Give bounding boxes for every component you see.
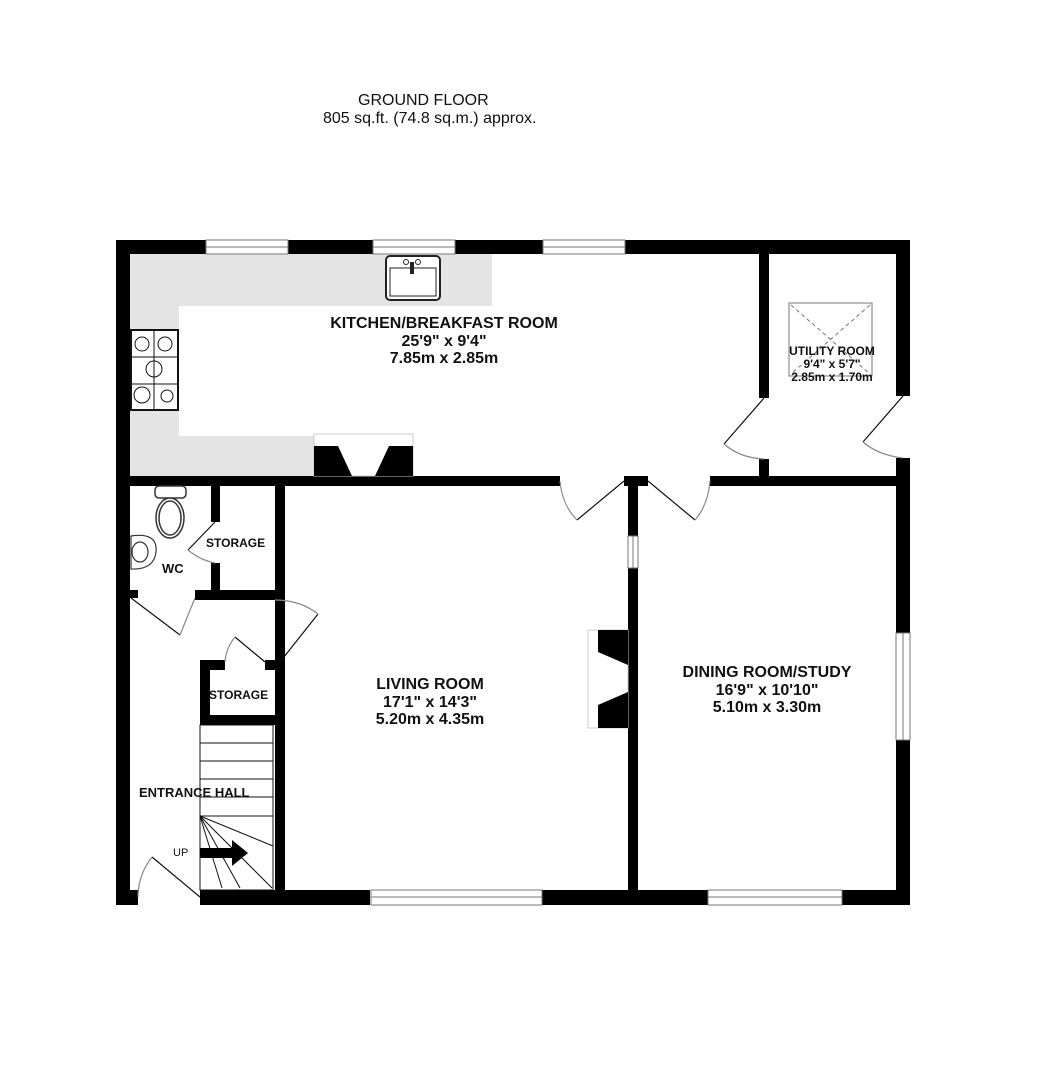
room-dimensions-imperial: 9'4" x 5'7" [803,357,861,372]
room-label-utility: UTILITY ROOM 9'4" x 5'7" 2.85m x 1.70m [789,344,875,385]
fireplace-icon [587,629,629,729]
floor-title: GROUND FLOOR [358,92,489,109]
room-dimensions-metric: 7.85m x 2.85m [389,350,499,368]
room-dimensions-metric: 5.10m x 3.30m [712,699,822,717]
fireplace-icon [313,433,414,477]
basin-icon [130,534,157,570]
room-name: KITCHEN/BREAKFAST ROOM [330,315,558,332]
room-label-storage-upper: STORAGE [206,536,266,550]
room-label-dining: DINING ROOM/STUDY 16'9" x 10'10" 5.10m x… [683,664,852,717]
room-label-storage-lower: STORAGE [209,688,269,702]
room-label-entrance-hall: ENTRANCE HALL [139,785,250,800]
hob-icon [130,329,179,411]
stairs-up-label: UP [173,847,189,859]
room-label-wc: WC [162,561,184,576]
room-name: DINING ROOM/STUDY [682,664,852,681]
room-dimensions-imperial: 17'1" x 14'3" [383,693,477,711]
doors [130,395,904,898]
room-name: UTILITY ROOM [789,344,875,358]
room-dimensions-imperial: 16'9" x 10'10" [715,681,819,699]
room-dimensions-metric: 2.85m x 1.70m [791,370,873,385]
stairs [199,724,274,891]
room-label-kitchen: KITCHEN/BREAKFAST ROOM 25'9" x 9'4" 7.85… [330,315,558,368]
toilet-icon [154,485,187,539]
room-label-living: LIVING ROOM 17'1" x 14'3" 5.20m x 4.35m [376,676,485,729]
room-dimensions-metric: 5.20m x 4.35m [375,711,485,729]
floor-area: 805 sq.ft. (74.8 sq.m.) approx. [323,110,537,127]
room-dimensions-imperial: 25'9" x 9'4" [401,332,487,350]
stairs-arrow-icon [200,840,248,866]
sink-icon [385,255,441,301]
windows [205,239,911,906]
walls [116,240,910,905]
skylight-icon [788,302,873,377]
room-name: LIVING ROOM [376,676,484,693]
